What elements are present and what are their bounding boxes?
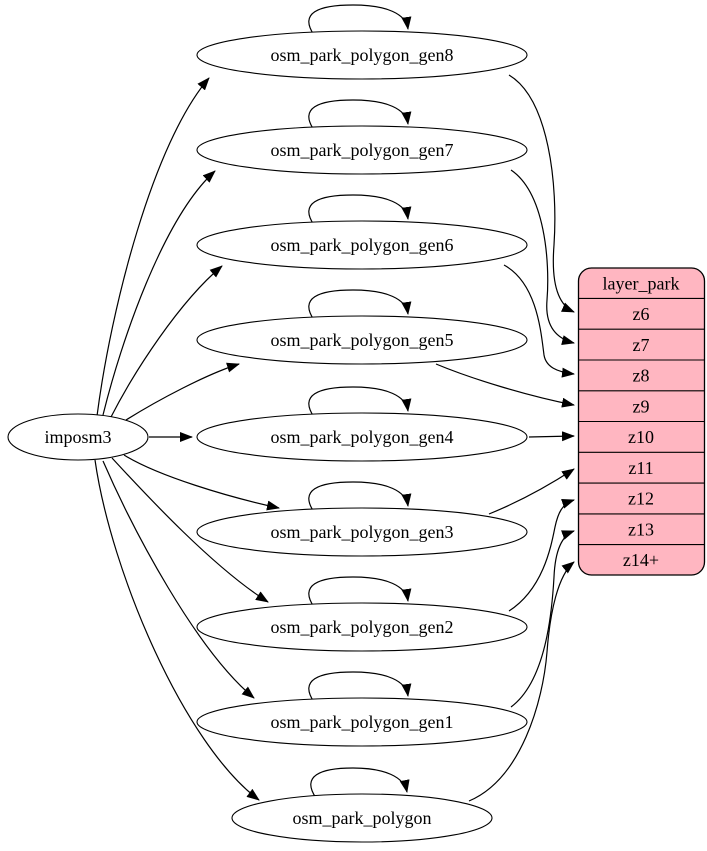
edge-imposm3-gen7 [102,170,216,416]
node-osm-park-polygon-gen7: osm_park_polygon_gen7 [196,125,528,175]
node-osm-park-polygon-gen1: osm_park_polygon_gen1 [196,697,528,747]
edge-gen4-z10 [528,431,575,442]
edge-polygon-z14 [468,561,575,802]
edge-gen8-z6 [508,74,575,313]
gen5-ellipse [196,315,528,365]
gen7-ellipse [196,125,528,175]
imposm3-label: imposm3 [44,427,111,447]
edges-tables-to-rows [435,74,575,802]
self-loop-gen6 [308,194,412,226]
self-loop-gen1 [308,671,412,703]
edge-imposm3-polygon [94,459,260,801]
edge-gen5-z9 [435,363,575,408]
edge-gen1-z13 [510,530,575,708]
self-loop-gen7 [308,99,412,131]
row-z7: z7 [633,335,650,355]
self-loop-gen2 [308,576,412,608]
node-osm-park-polygon: osm_park_polygon [231,793,493,843]
row-z11: z11 [628,458,653,478]
edge-imposm3-gen8 [96,77,210,417]
gen3-label: osm_park_polygon_gen3 [271,522,454,542]
gen2-label: osm_park_polygon_gen2 [271,617,454,637]
edge-imposm3-gen6 [110,265,223,418]
gen3-ellipse [196,507,528,557]
row-z8: z8 [633,366,650,386]
row-z10: z10 [628,427,654,447]
row-z12: z12 [628,489,654,509]
node-osm-park-polygon-gen6: osm_park_polygon_gen6 [196,220,528,270]
layer-park-row-dividers [578,297,705,546]
edge-imposm3-gen5 [125,362,240,421]
gen2-ellipse [196,602,528,652]
row-z13: z13 [628,520,654,540]
layer-park-header: layer_park [603,274,680,294]
polygon-label: osm_park_polygon [293,808,432,828]
gen8-label: osm_park_polygon_gen8 [271,45,454,65]
polygon-ellipse [231,793,493,843]
gen7-label: osm_park_polygon_gen7 [271,140,454,160]
gen1-label: osm_park_polygon_gen1 [271,712,454,732]
node-imposm3: imposm3 [7,413,149,461]
gen1-ellipse [196,697,528,747]
gen5-label: osm_park_polygon_gen5 [271,330,454,350]
self-loop-gen8 [308,4,412,36]
edge-imposm3-gen2 [111,457,269,603]
edge-gen7-z7 [510,169,575,345]
node-layer-park: layer_park z6 z7 z8 z9 z10 z11 z12 z13 z… [577,267,706,576]
row-z9: z9 [633,397,650,417]
node-osm-park-polygon-gen2: osm_park_polygon_gen2 [196,602,528,652]
node-osm-park-polygon-gen8: osm_park_polygon_gen8 [196,30,528,80]
node-osm-park-polygon-gen4: osm_park_polygon_gen4 [196,412,528,462]
row-z14plus: z14+ [623,550,659,570]
self-loop-gen5 [308,289,412,321]
edge-gen3-z11 [488,468,575,515]
row-z6: z6 [633,304,650,324]
gen4-label: osm_park_polygon_gen4 [271,427,454,447]
edges-self-loops [308,4,412,799]
gen8-ellipse [196,30,528,80]
gen4-ellipse [196,412,528,462]
self-loop-gen4 [308,386,412,418]
node-osm-park-polygon-gen3: osm_park_polygon_gen3 [196,507,528,557]
gen6-ellipse [196,220,528,270]
gen6-label: osm_park_polygon_gen6 [271,235,454,255]
edge-imposm3-gen3 [123,454,280,511]
edges-source-to-tables [94,77,280,801]
self-loop-gen3 [308,481,412,513]
edge-imposm3-gen1 [102,460,255,699]
self-loop-polygon [310,767,410,799]
node-osm-park-polygon-gen5: osm_park_polygon_gen5 [196,315,528,365]
imposm3-ellipse [7,413,149,461]
edge-gen6-z8 [503,264,575,378]
edge-gen2-z12 [508,499,575,612]
